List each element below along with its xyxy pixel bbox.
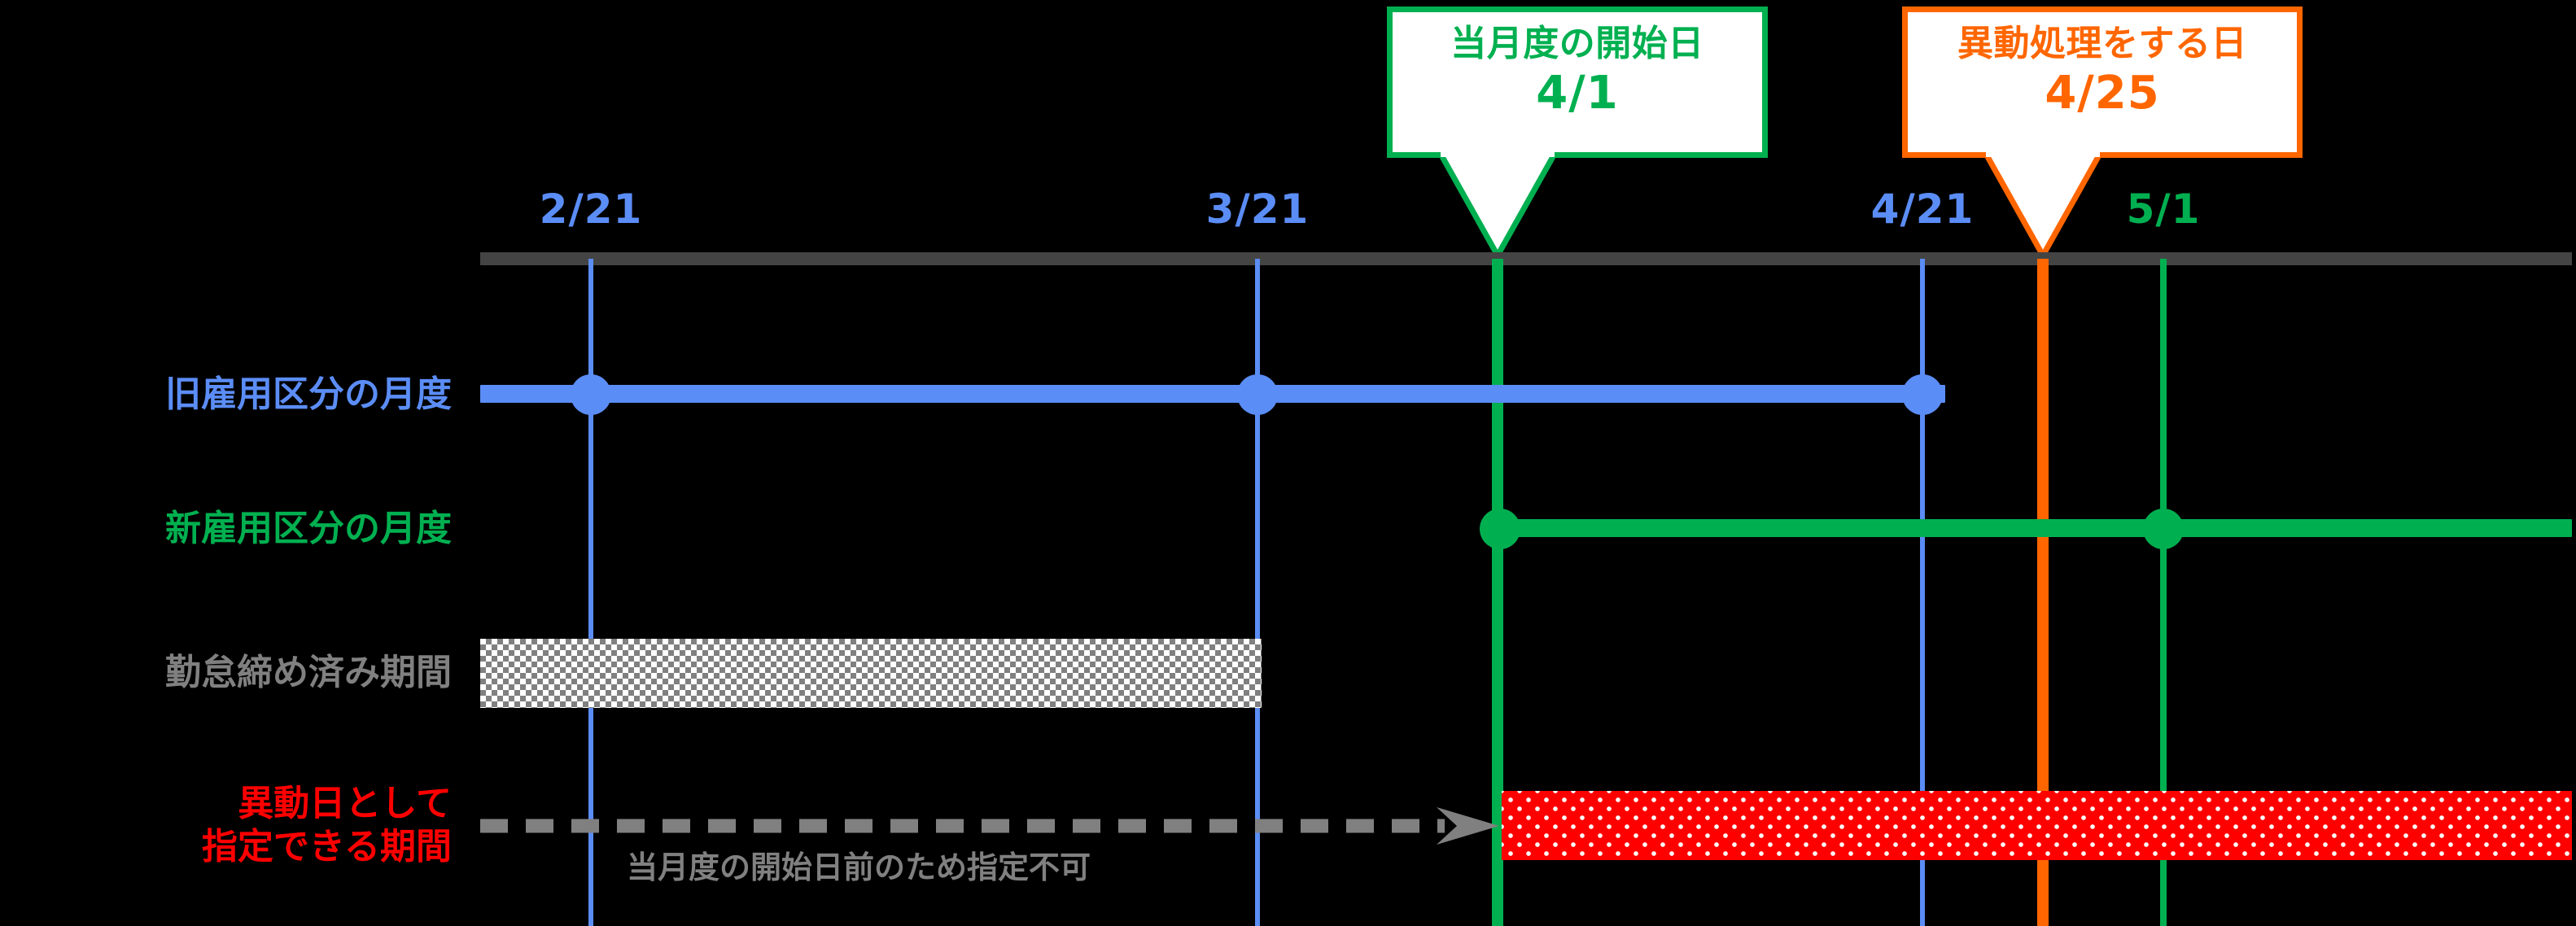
callout-date: 4/1 — [1536, 67, 1619, 120]
vline-4-25 — [2037, 259, 2049, 926]
tick-label-5-1: 5/1 — [2126, 186, 2201, 233]
callout-title: 当月度の開始日 — [1450, 23, 1704, 64]
row-label-old-employment-category-month: 旧雇用区分の月度 — [165, 373, 452, 416]
tick-label-3-21: 3/21 — [1205, 186, 1310, 233]
vline-3-21 — [1255, 259, 1260, 926]
row-label-line-1: 異動日として — [238, 783, 452, 825]
series-line-old-category — [480, 385, 1945, 403]
tick-label-4-21: 4/21 — [1870, 186, 1975, 233]
row-label-line-2: 指定できる期間 — [201, 826, 452, 867]
vline-5-1 — [2160, 259, 2167, 926]
callout-date: 4/25 — [2045, 67, 2160, 120]
vline-4-1 — [1492, 259, 1503, 926]
series-dot-new-5-1 — [2143, 509, 2184, 549]
dashed-not-allowed-arrow — [480, 807, 1499, 845]
callout-title: 異動処理をする日 — [1957, 23, 2247, 64]
row-label-assignable-transfer-date-period: 異動日として 指定できる期間 — [8, 783, 452, 869]
bar-assignable-transfer-date-period — [1502, 791, 2572, 860]
callout-green-tail — [1437, 151, 1558, 262]
vline-4-21 — [1920, 259, 1925, 926]
series-dot-old-4-21 — [1902, 374, 1943, 415]
series-dot-old-2-21 — [571, 374, 611, 415]
series-dot-new-4-1 — [1480, 509, 1520, 549]
series-line-new-category — [1498, 519, 2572, 537]
callout-orange-tail — [1983, 151, 2103, 262]
note-not-assignable-before-month-start: 当月度の開始日前のため指定不可 — [627, 850, 1091, 885]
callout-current-month-start: 当月度の開始日 4/1 — [1387, 7, 1768, 158]
bar-attendance-closed-period — [480, 639, 1262, 708]
series-dot-old-3-21 — [1237, 374, 1278, 415]
vline-2-21 — [588, 259, 593, 926]
callout-transfer-processing-day: 異動処理をする日 4/25 — [1902, 7, 2303, 158]
timeline-axis — [480, 252, 2572, 265]
row-label-attendance-closed-period: 勤怠締め済み期間 — [165, 652, 452, 694]
tick-label-2-21: 2/21 — [539, 186, 643, 233]
row-label-new-employment-category-month: 新雇用区分の月度 — [165, 508, 452, 550]
